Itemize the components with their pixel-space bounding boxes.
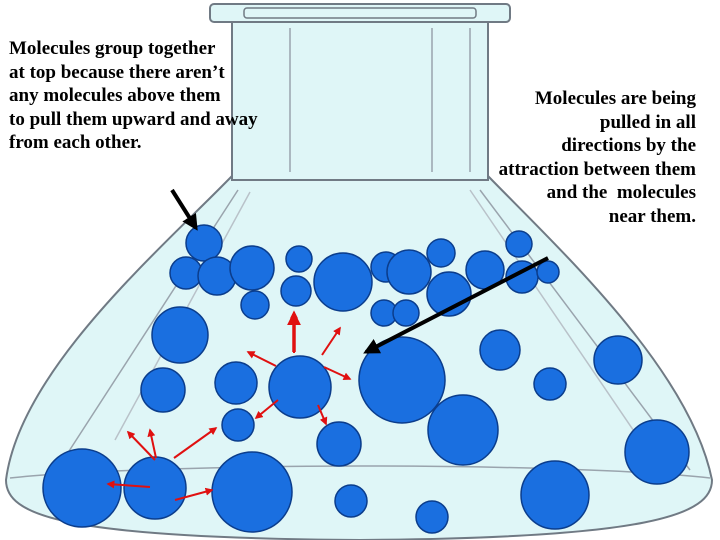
molecule (533, 367, 567, 401)
caption-interior-molecules: Molecules are being pulled in all direct… (498, 88, 696, 227)
molecule (427, 394, 499, 466)
pointer-arrow-interior (363, 256, 549, 354)
force-arrow (174, 487, 214, 501)
molecule (285, 245, 313, 273)
force-arrow (321, 326, 341, 356)
molecule (240, 290, 270, 320)
flask-neck (231, 9, 489, 181)
flask-highlight (469, 189, 641, 441)
force-arrow (323, 366, 352, 380)
molecule (593, 335, 643, 385)
molecule (221, 408, 255, 442)
molecule (151, 306, 209, 364)
molecule (386, 249, 432, 295)
molecule (214, 361, 258, 405)
molecule (229, 245, 275, 291)
molecule (520, 460, 590, 530)
molecule (313, 252, 373, 312)
molecule (140, 367, 186, 413)
molecule (358, 336, 446, 424)
molecule (536, 260, 560, 284)
molecule (211, 451, 293, 533)
force-arrows (106, 310, 352, 501)
force-arrow (126, 430, 156, 461)
molecule (42, 448, 122, 528)
flask-rim-inner (243, 7, 477, 19)
force-arrow (147, 428, 157, 459)
force-arrow (173, 427, 218, 459)
molecule (415, 500, 449, 534)
caption-surface-molecules: Molecules group together at top because … (9, 38, 258, 153)
flask-rim (209, 3, 511, 23)
pointer-arrow-surface (170, 188, 198, 231)
molecule (426, 238, 456, 268)
molecule (392, 299, 420, 327)
pointer-arrows (170, 188, 549, 354)
force-arrow (246, 351, 277, 367)
molecule (505, 230, 533, 258)
force-arrow (317, 404, 328, 426)
molecule (316, 421, 362, 467)
force-arrow (254, 399, 279, 420)
molecule (624, 419, 690, 485)
molecule (334, 484, 368, 518)
molecule (123, 456, 187, 520)
molecule (169, 256, 203, 290)
molecule (185, 224, 223, 262)
molecule (268, 355, 332, 419)
molecule (479, 329, 521, 371)
molecule (280, 275, 312, 307)
force-arrow (106, 480, 151, 489)
molecules (42, 224, 690, 534)
